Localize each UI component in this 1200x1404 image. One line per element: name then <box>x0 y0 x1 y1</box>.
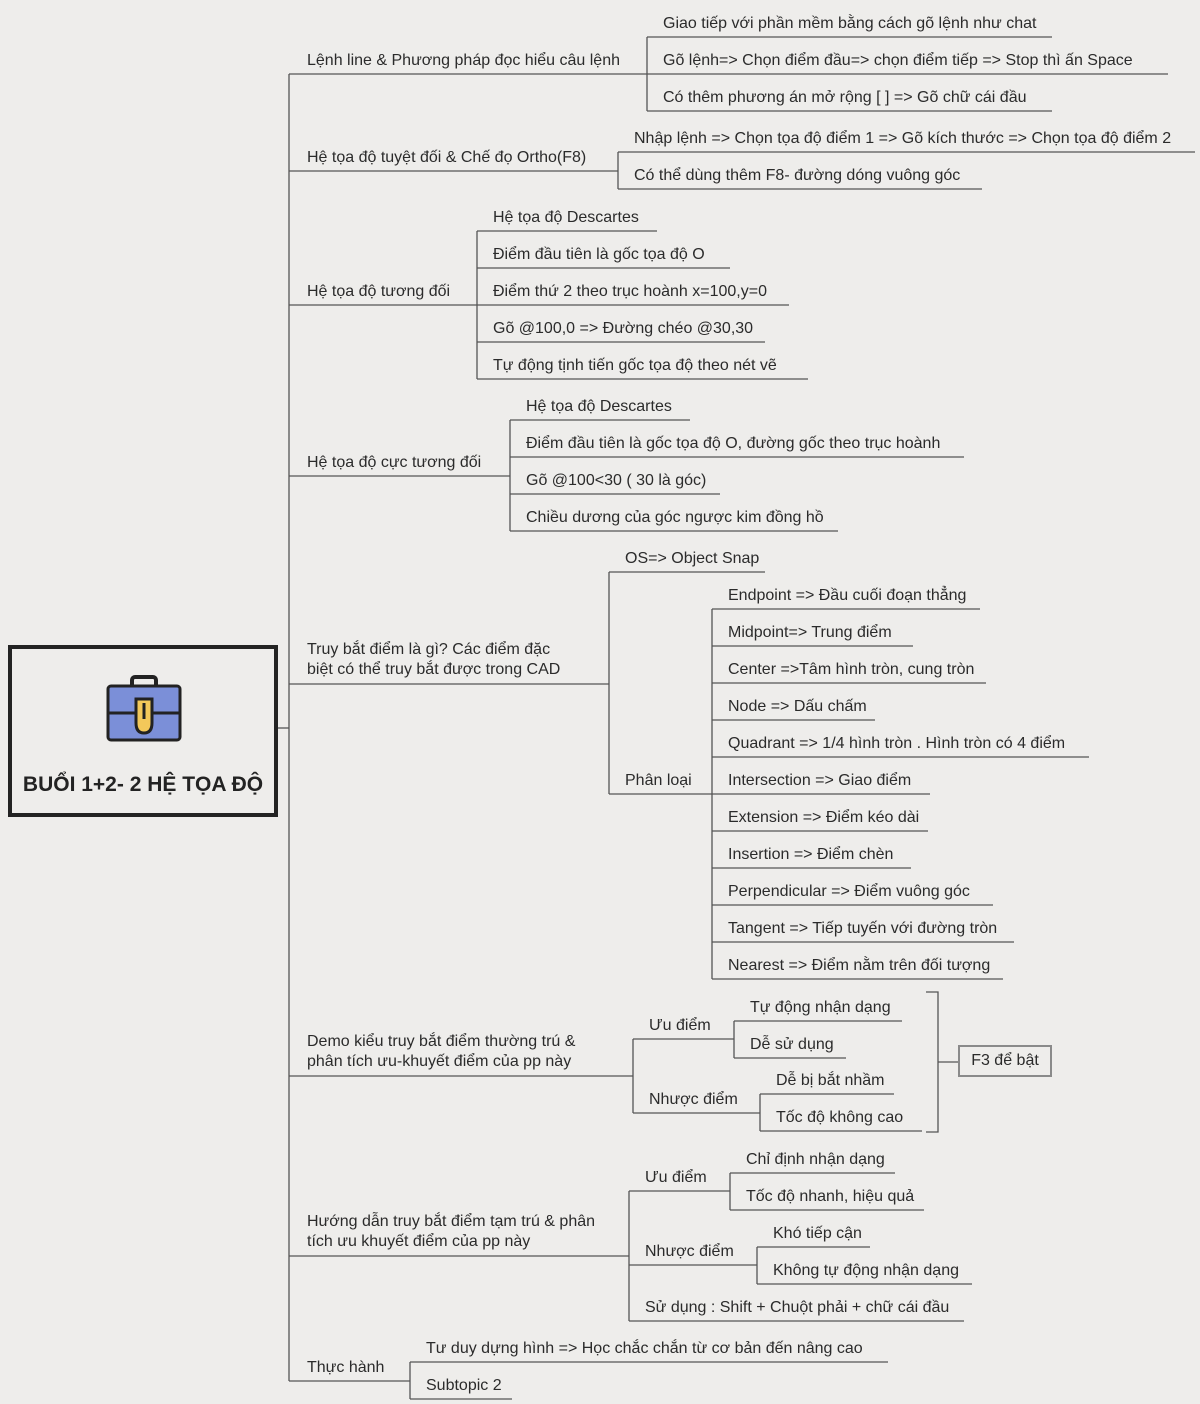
line-item-1[interactable]: Giao tiếp với phần mềm bằng cách gõ lệnh… <box>663 15 1037 32</box>
demo-pro-1[interactable]: Tự động nhận dạng <box>750 999 891 1016</box>
guide-con-1[interactable]: Khó tiếp cận <box>773 1225 862 1242</box>
demo-pros-label[interactable]: Ưu điểm <box>649 1017 711 1034</box>
branch-running-snap-line1[interactable]: Demo kiểu truy bắt điểm thường trú & <box>307 1033 576 1050</box>
absolute-item-1[interactable]: Nhập lệnh => Chọn tọa độ điểm 1 => Gõ kí… <box>634 130 1172 147</box>
snap-type-center[interactable]: Center =>Tâm hình tròn, cung tròn <box>728 661 975 678</box>
polar-item-1[interactable]: Hệ tọa độ Descartes <box>526 398 672 415</box>
snap-os[interactable]: OS=> Object Snap <box>625 550 760 567</box>
relative-item-3[interactable]: Điểm thứ 2 theo trục hoành x=100,y=0 <box>493 283 767 300</box>
guide-usage[interactable]: Sử dụng : Shift + Chuột phải + chữ cái đ… <box>645 1299 950 1316</box>
snap-type-insertion[interactable]: Insertion => Điểm chèn <box>728 846 894 863</box>
snap-type-perpendicular[interactable]: Perpendicular => Điểm vuông góc <box>728 883 970 900</box>
demo-pro-2[interactable]: Dễ sử dụng <box>750 1036 834 1053</box>
polar-item-3[interactable]: Gõ @100<30 ( 30 là góc) <box>526 472 707 489</box>
relative-item-4[interactable]: Gõ @100,0 => Đường chéo @30,30 <box>493 320 754 337</box>
snap-type-intersection[interactable]: Intersection => Giao điểm <box>728 772 912 789</box>
snap-type-quadrant[interactable]: Quadrant => 1/4 hình tròn . Hình tròn có… <box>728 735 1066 752</box>
practice-item-1[interactable]: Tư duy dựng hình => Học chắc chắn từ cơ … <box>426 1340 863 1357</box>
briefcase-icon <box>106 675 182 742</box>
branch-practice[interactable]: Thực hành <box>307 1359 385 1376</box>
relative-item-1[interactable]: Hệ tọa độ Descartes <box>493 209 639 226</box>
snap-type-endpoint[interactable]: Endpoint => Đầu cuối đoạn thẳng <box>728 587 967 604</box>
branch-polar-coords[interactable]: Hệ tọa độ cực tương đối <box>307 454 482 471</box>
snap-type-tangent[interactable]: Tangent => Tiếp tuyến với đường tròn <box>728 920 998 937</box>
guide-pros-label[interactable]: Ưu điểm <box>645 1169 707 1186</box>
root-node[interactable]: BUỔI 1+2- 2 HỆ TỌA ĐỘ <box>8 645 278 817</box>
polar-item-4[interactable]: Chiều dương của góc ngược kim đồng hồ <box>526 509 824 526</box>
relative-item-2[interactable]: Điểm đầu tiên là gốc tọa độ O <box>493 246 705 263</box>
line-item-2[interactable]: Gõ lệnh=> Chọn điểm đầu=> chọn điểm tiếp… <box>663 52 1133 69</box>
absolute-item-2[interactable]: Có thể dùng thêm F8- đường dóng vuông gó… <box>634 167 961 184</box>
snap-type-nearest[interactable]: Nearest => Điểm nằm trên đối tượng <box>728 957 991 974</box>
guide-con-2[interactable]: Không tự động nhận dạng <box>773 1262 959 1279</box>
branch-relative-coords[interactable]: Hệ tọa độ tương đối <box>307 283 451 300</box>
branch-running-snap-line2[interactable]: phân tích ưu-khuyết điểm của pp này <box>307 1053 572 1070</box>
branch-object-snap-line1[interactable]: Truy bắt điểm là gì? Các điểm đặc <box>307 641 551 658</box>
root-title: BUỔI 1+2- 2 HỆ TỌA ĐỘ <box>22 773 264 796</box>
guide-pro-1[interactable]: Chỉ định nhận dạng <box>746 1151 885 1168</box>
demo-con-1[interactable]: Dễ bị bắt nhầm <box>776 1072 885 1089</box>
line-item-3[interactable]: Có thêm phương án mở rộng [ ] => Gõ chữ … <box>663 89 1027 106</box>
practice-item-2[interactable]: Subtopic 2 <box>426 1377 502 1394</box>
polar-item-2[interactable]: Điểm đầu tiên là gốc tọa độ O, đường gốc… <box>526 435 941 452</box>
snap-types-label[interactable]: Phân loại <box>625 772 692 789</box>
guide-cons-label[interactable]: Nhược điểm <box>645 1243 734 1260</box>
guide-pro-2[interactable]: Tốc độ nhanh, hiệu quả <box>746 1188 915 1205</box>
demo-con-2[interactable]: Tốc độ không cao <box>776 1109 904 1126</box>
summary-f3-toggle[interactable]: F3 để bật <box>958 1045 1052 1077</box>
snap-type-node[interactable]: Node => Dấu chấm <box>728 698 867 715</box>
demo-cons-label[interactable]: Nhược điểm <box>649 1091 738 1108</box>
branch-absolute-coords[interactable]: Hệ tọa độ tuyệt đối & Chế đọ Ortho(F8) <box>307 149 587 166</box>
branch-line-command[interactable]: Lệnh line & Phương pháp đọc hiểu câu lện… <box>307 52 620 69</box>
snap-type-midpoint[interactable]: Midpoint=> Trung điểm <box>728 624 892 641</box>
branch-object-snap-line2[interactable]: biệt có thể truy bắt được trong CAD <box>307 661 561 678</box>
snap-type-extension[interactable]: Extension => Điểm kéo dài <box>728 809 920 826</box>
branch-temporary-snap-line1[interactable]: Hướng dẫn truy bắt điểm tạm trú & phân <box>307 1213 596 1230</box>
branch-temporary-snap-line2[interactable]: tích ưu khuyết điểm của pp này <box>307 1233 531 1250</box>
relative-item-5[interactable]: Tự động tịnh tiến gốc tọa độ theo nét vẽ <box>493 357 777 374</box>
